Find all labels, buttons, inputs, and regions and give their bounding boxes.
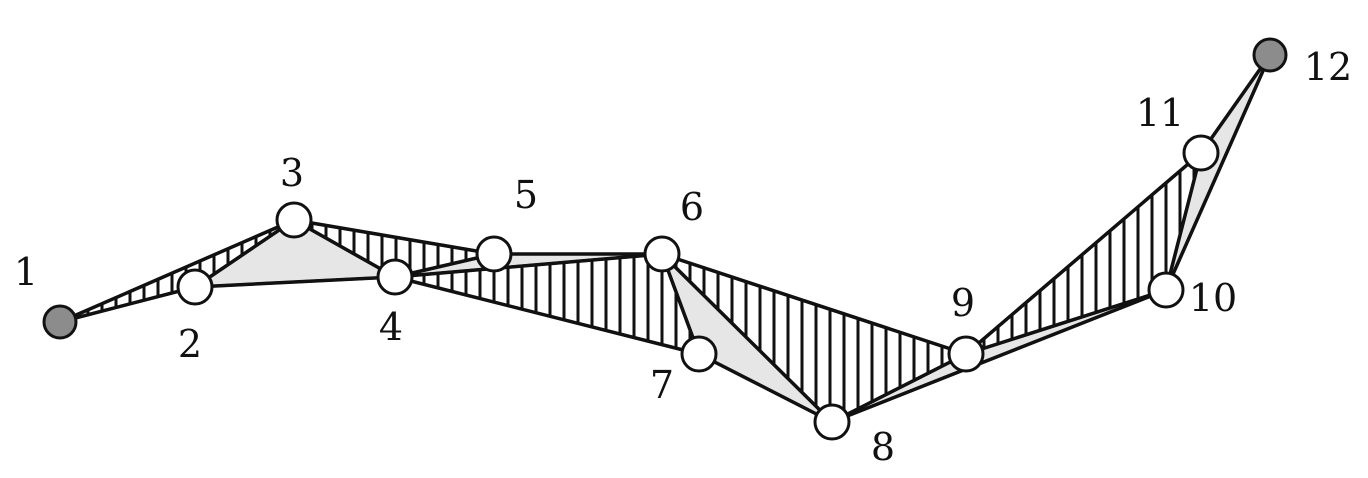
edge-11-12 [1199,53,1272,155]
node-5 [475,235,513,273]
node-label-10: 10 [1189,276,1237,320]
edge-1-2 [58,285,197,324]
edge-6-9 [660,252,968,356]
edge-3-4 [292,218,397,279]
node-label-3: 3 [280,151,304,195]
edges [58,53,1272,424]
node-label-7: 7 [650,363,674,407]
node-label-4: 4 [379,305,403,349]
edge-4-7 [393,275,701,356]
node-label-11: 11 [1136,91,1184,135]
node-label-12: 12 [1304,45,1352,89]
edge-1-3 [58,218,296,324]
node-label-6: 6 [680,185,704,229]
edge-10-8 [830,288,1168,424]
edge-2-4 [193,275,397,289]
node-10 [1147,271,1185,309]
node-label-5: 5 [514,173,538,217]
node-6 [643,235,681,273]
node-label-1: 1 [14,250,38,294]
edge-7-8 [697,352,834,424]
node-8 [813,403,851,441]
endpoint-node-12 [1252,37,1288,73]
edge-4-6 [393,252,664,279]
node-3 [275,201,313,239]
endpoint-node-1 [42,304,78,340]
nodes [42,37,1288,441]
node-9 [947,335,985,373]
edge-8-9 [830,352,968,424]
edge-10-11 [1164,151,1203,292]
node-label-9: 9 [951,281,975,325]
node-label-8: 8 [871,425,895,469]
node-11 [1182,134,1220,172]
edge-11-9 [964,151,1203,356]
edge-10-12 [1164,53,1272,292]
edge-3-5 [292,218,496,256]
edge-2-3 [193,218,296,289]
node-2 [176,268,214,306]
node-label-2: 2 [178,322,202,366]
edge-6-8 [660,252,834,424]
node-4 [376,258,414,296]
node-7 [680,335,718,373]
edge-10-9 [964,288,1168,356]
